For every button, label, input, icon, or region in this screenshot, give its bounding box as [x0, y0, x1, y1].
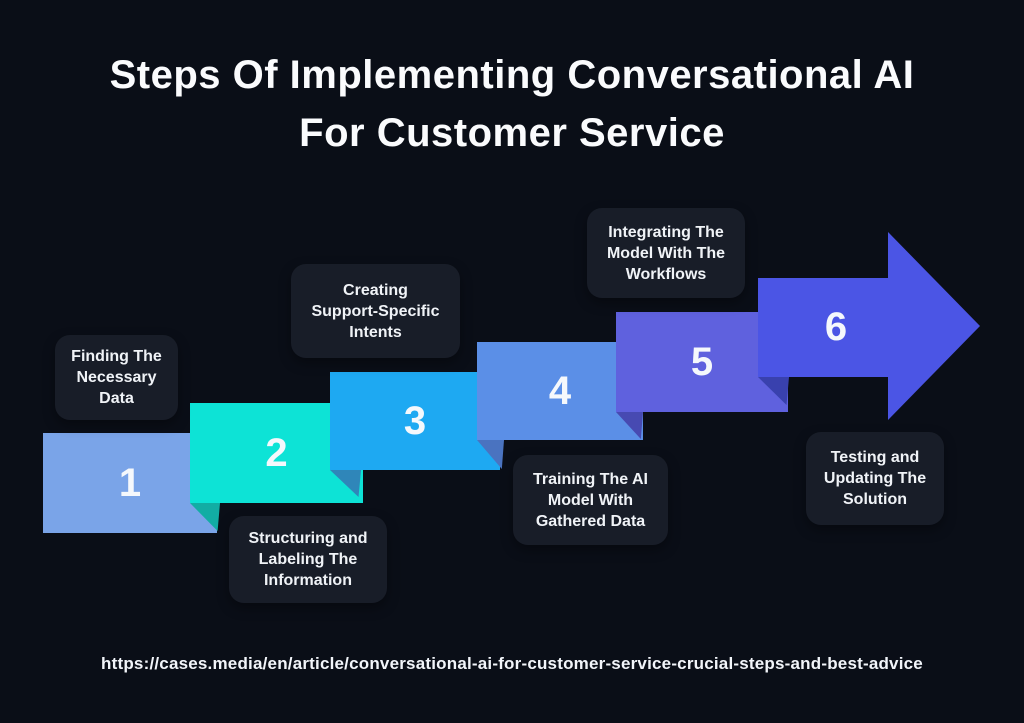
label-line: Creating	[343, 281, 408, 299]
label-line: Intents	[349, 323, 402, 341]
label-line: Testing and	[830, 449, 920, 466]
step-5-number: 5	[690, 339, 714, 384]
step-1-block: 1	[43, 433, 217, 533]
title-line-1: Steps Of Implementing Conversational AI	[109, 53, 915, 97]
page-title: Steps Of Implementing Conversational AI …	[0, 46, 1024, 162]
step-3-label: Creating Support-Specific Intents	[291, 264, 460, 358]
label-line: Labeling The	[258, 551, 358, 568]
step-2-label: Structuring and Labeling The Information	[229, 516, 387, 603]
step-3-block: 3	[330, 372, 500, 470]
step-3-number: 3	[403, 398, 427, 443]
step-2-number: 2	[265, 430, 288, 475]
step-4-number: 4	[548, 368, 572, 413]
source-url: https://cases.media/en/article/conversat…	[101, 654, 923, 673]
step-6-label: Testing and Updating The Solution	[806, 432, 944, 525]
label-line: Training The AI	[533, 470, 648, 488]
label-line: Finding The	[71, 348, 162, 365]
step-6-number: 6	[824, 305, 848, 349]
label-line: Data	[99, 390, 134, 407]
label-line: Solution	[843, 491, 907, 508]
label-line: Gathered Data	[535, 512, 646, 530]
label-line: Structuring and	[248, 530, 368, 547]
label-line: Integrating The	[608, 223, 724, 241]
label-line: Workflows	[625, 265, 707, 283]
step-6-block: 6	[758, 278, 888, 377]
label-line: Model With	[547, 491, 634, 509]
label-line: Support-Specific	[311, 302, 440, 320]
title-line-2: For Customer Service	[299, 111, 725, 155]
label-line: Updating The	[823, 470, 927, 487]
label-line: Model With The	[606, 244, 726, 262]
step-5-label: Integrating The Model With The Workflows	[587, 208, 745, 298]
step-1-label: Finding The Necessary Data	[55, 335, 178, 420]
label-line: Necessary	[76, 369, 157, 386]
label-line: Information	[263, 572, 352, 589]
arrow-head-icon	[888, 232, 980, 420]
step-4-label: Training The AI Model With Gathered Data	[513, 455, 668, 545]
step-4-block: 4	[477, 342, 643, 440]
step-1-number: 1	[118, 460, 142, 505]
